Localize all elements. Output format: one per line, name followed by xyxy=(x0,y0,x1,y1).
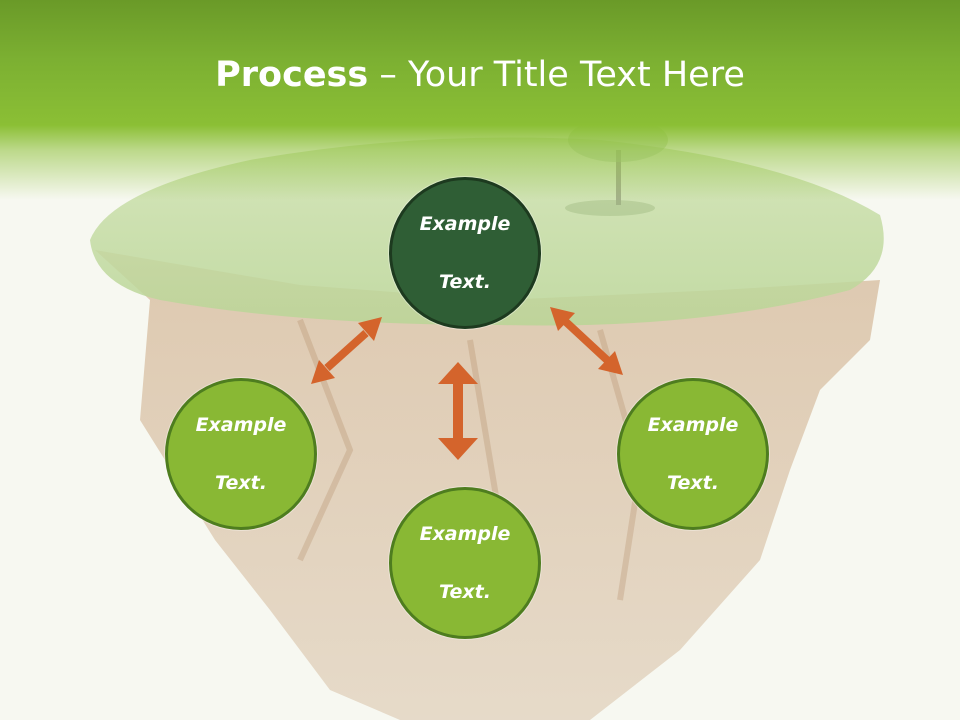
slide-title[interactable]: Process – Your Title Text Here xyxy=(0,50,960,100)
node-right-line1: Example xyxy=(647,413,739,436)
double-arrow-icon[interactable] xyxy=(550,307,623,375)
title-bar xyxy=(0,0,960,200)
node-left-line2: Text. xyxy=(215,471,267,494)
title-rest: – Your Title Text Here xyxy=(368,55,745,95)
node-bottom-line1: Example xyxy=(419,522,511,545)
node-top-line1: Example xyxy=(419,212,511,235)
double-arrow-icon[interactable] xyxy=(311,317,382,384)
node-left-line1: Example xyxy=(195,413,287,436)
node-right-line2: Text. xyxy=(667,471,719,494)
node-bottom-line2: Text. xyxy=(439,580,491,603)
title-bold: Process xyxy=(215,55,369,95)
double-arrow-icon[interactable] xyxy=(438,362,478,460)
node-top-line2: Text. xyxy=(439,270,491,293)
